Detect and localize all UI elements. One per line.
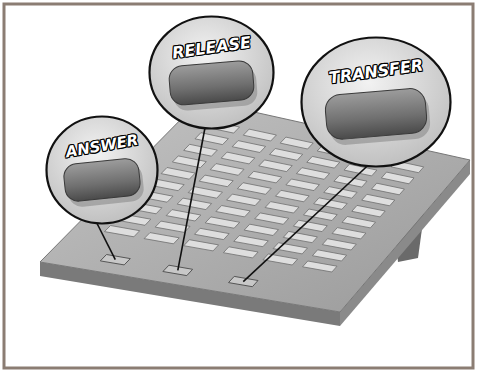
- dss-key: [210, 164, 244, 176]
- dss-key: [243, 129, 276, 141]
- dss-key: [177, 198, 211, 210]
- callout-circle: RELEASE: [148, 15, 275, 130]
- dss-key: [216, 206, 250, 217]
- dss-key: [232, 141, 265, 153]
- dss-key: [352, 205, 385, 217]
- dss-key: [184, 240, 219, 251]
- dss-key: [199, 175, 233, 187]
- dss-key: [144, 233, 179, 244]
- dss-key: [255, 213, 289, 224]
- dss-key: [263, 254, 298, 265]
- dss-key: [324, 187, 357, 199]
- dss-key: [276, 190, 310, 202]
- dss-key: [223, 247, 258, 258]
- dss-key: [205, 217, 240, 228]
- circle-outline: [47, 117, 158, 224]
- dss-key: [195, 133, 228, 145]
- dss-key: [312, 250, 346, 261]
- circle-outline: [302, 38, 451, 167]
- leader-line: [96, 222, 115, 260]
- dss-key: [259, 160, 292, 172]
- dss-key: [234, 236, 268, 247]
- dss-key: [172, 156, 206, 168]
- dss-key: [280, 137, 313, 149]
- dss-key: [283, 231, 317, 242]
- dss-key: [332, 228, 366, 239]
- button-enlarged: [168, 60, 255, 106]
- dss-key: [237, 183, 271, 195]
- dss-key: [372, 183, 405, 195]
- dss-key: [195, 228, 230, 239]
- dss-key: [244, 224, 278, 235]
- leader-line: [243, 165, 368, 282]
- dss-key: [286, 179, 320, 191]
- circle-outline: [45, 115, 159, 225]
- dss-key: [270, 149, 303, 161]
- dss-key: [322, 239, 356, 250]
- button-enlarged: [63, 157, 142, 202]
- circle-outline: [300, 36, 452, 168]
- circle-outline: [150, 17, 274, 129]
- function-button: [229, 276, 259, 286]
- dss-key: [362, 194, 395, 206]
- dss-key: [166, 210, 201, 221]
- dss-key: [221, 152, 255, 164]
- dss-key: [296, 168, 329, 180]
- callout-circle: TRANSFER: [300, 36, 452, 168]
- dss-key: [381, 172, 414, 184]
- callout-circle: ANSWER: [45, 115, 159, 225]
- dss-key: [248, 171, 282, 183]
- leader-line: [178, 127, 205, 270]
- dss-key: [303, 261, 337, 272]
- frame: [4, 4, 473, 368]
- dss-key: [307, 156, 340, 168]
- dss-key: [161, 168, 195, 180]
- dss-key: [105, 226, 140, 237]
- dss-key: [227, 194, 261, 206]
- dss-key: [265, 202, 299, 213]
- circle-outline: [148, 15, 275, 130]
- dss-key: [342, 217, 376, 228]
- button-enlarged: [324, 87, 428, 140]
